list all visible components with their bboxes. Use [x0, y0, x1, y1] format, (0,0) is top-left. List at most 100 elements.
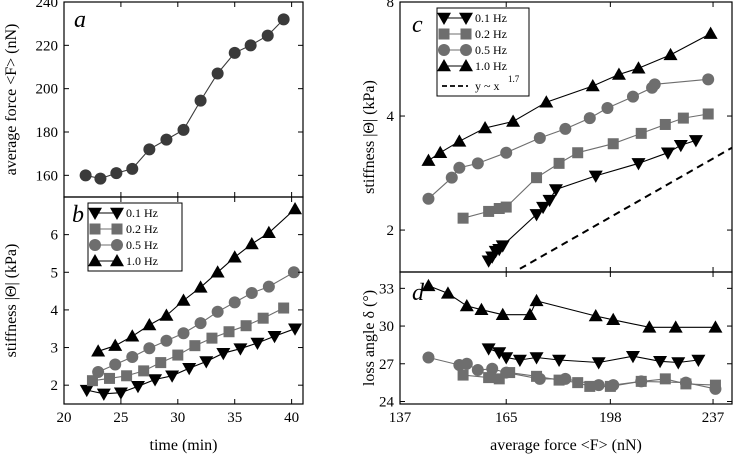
legend-marker — [88, 254, 102, 267]
data-point — [126, 162, 139, 175]
data-point — [182, 362, 197, 376]
data-point — [155, 357, 167, 369]
data-point — [262, 280, 275, 293]
data-point — [572, 377, 584, 389]
data-point — [159, 308, 174, 321]
data-point — [709, 382, 722, 395]
data-point — [142, 317, 157, 331]
series-01-Hz — [481, 343, 706, 370]
legend-item: 0.1 Hz — [88, 206, 158, 220]
data-point — [244, 237, 259, 250]
data-point — [121, 370, 133, 382]
data-point — [460, 357, 473, 370]
data-point — [642, 320, 657, 333]
y-tick-label: 4 — [51, 303, 59, 319]
data-point — [94, 172, 107, 185]
series-line — [488, 139, 697, 262]
data-point — [452, 134, 467, 147]
data-point — [422, 192, 435, 205]
data-point — [244, 39, 257, 52]
data-point — [177, 123, 190, 136]
data-point — [585, 79, 600, 92]
legend-item: 0.1 Hz — [437, 11, 507, 25]
data-point — [492, 347, 507, 360]
data-point — [206, 332, 218, 344]
y-tick-label: 4 — [387, 109, 395, 125]
data-point — [104, 372, 116, 384]
series-02-Hz — [457, 108, 714, 224]
legend-marker — [459, 59, 473, 72]
y-tick-label: 3 — [51, 341, 59, 357]
panel-label: a — [74, 7, 86, 33]
data-point — [631, 61, 646, 74]
series-01-Hz — [79, 323, 303, 401]
legend-item: 1.0 Hz — [88, 254, 158, 268]
x-tick-label: 35 — [227, 410, 242, 426]
legend-item: 0.2 Hz — [438, 27, 507, 41]
series-05-Hz — [92, 266, 300, 379]
data-point — [552, 354, 567, 367]
data-point — [176, 293, 191, 306]
data-point — [91, 344, 106, 357]
legend-frame — [436, 7, 530, 97]
data-point — [548, 184, 563, 197]
x-tick-label: 20 — [57, 410, 72, 426]
data-point — [165, 370, 180, 383]
x-tick-label: 137 — [389, 410, 412, 426]
y-tick-label: 6 — [51, 228, 59, 244]
data-point — [113, 387, 128, 400]
data-point — [433, 145, 448, 158]
data-point — [553, 157, 565, 169]
data-point — [592, 379, 605, 392]
series-line — [428, 78, 709, 200]
legend-marker — [460, 28, 472, 40]
data-point — [160, 133, 173, 146]
data-point — [288, 202, 303, 215]
data-point — [143, 342, 156, 355]
data-point — [287, 266, 300, 279]
reference-line — [519, 146, 732, 270]
legend-label: y ~ x — [475, 79, 500, 93]
data-point — [216, 347, 231, 361]
legend-marker — [438, 44, 450, 56]
x-tick-label: 30 — [170, 410, 185, 426]
legend-frame — [87, 202, 183, 272]
data-point — [679, 376, 692, 389]
legend-label: 0.5 Hz — [475, 43, 507, 57]
data-point — [160, 334, 173, 347]
y-tick-label: 160 — [36, 168, 59, 184]
data-point — [660, 147, 675, 160]
data-point — [211, 305, 224, 318]
data-point — [533, 132, 546, 145]
data-point — [267, 331, 282, 344]
data-point — [79, 169, 92, 182]
legend-marker — [111, 223, 123, 235]
data-point — [457, 212, 469, 224]
y-axis-label: stiffness |Θ| (kPa) — [361, 80, 378, 194]
series-10-Hz — [421, 278, 723, 333]
y-axis-label: loss angle δ (°) — [361, 290, 378, 386]
data-point — [702, 108, 714, 120]
data-point — [228, 46, 241, 59]
legend-item: 0.5 Hz — [89, 238, 158, 252]
data-point — [522, 307, 537, 320]
data-point — [512, 354, 527, 367]
data-point — [635, 375, 648, 388]
data-point — [500, 146, 513, 159]
legend-marker — [460, 44, 472, 56]
data-point — [227, 250, 242, 263]
data-point — [611, 67, 626, 80]
series-line — [428, 285, 716, 328]
legend-marker — [110, 207, 124, 220]
data-point — [671, 357, 686, 370]
data-point — [199, 356, 214, 369]
legend-marker — [89, 223, 101, 235]
legend-label: 0.2 Hz — [475, 27, 507, 41]
data-point — [659, 373, 671, 385]
legend-marker — [437, 59, 451, 72]
data-point — [591, 357, 606, 370]
data-point — [92, 366, 105, 379]
